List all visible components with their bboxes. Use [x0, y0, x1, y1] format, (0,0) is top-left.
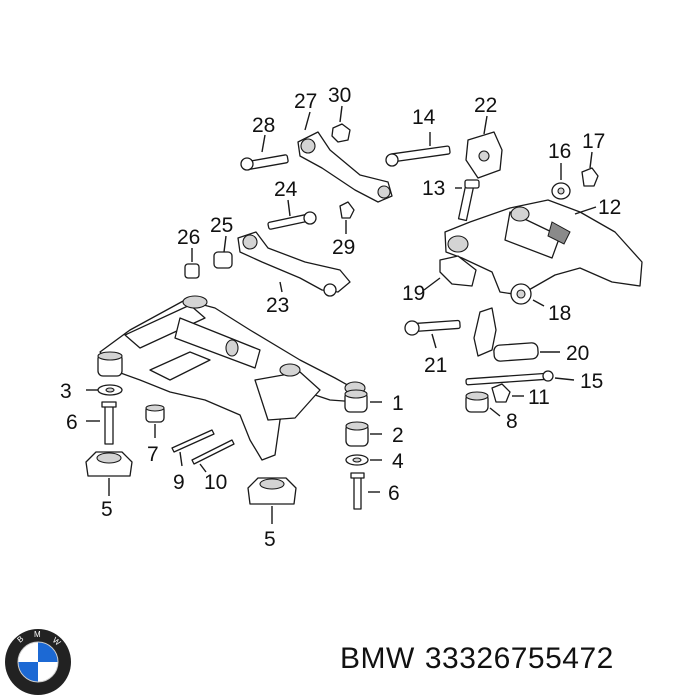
callout-30: 30 [328, 84, 351, 107]
callout-5-left: 5 [101, 498, 113, 521]
bushing-19 [439, 255, 477, 287]
bolt-left [101, 401, 117, 445]
callout-6-left: 6 [66, 411, 78, 434]
washer-left [97, 384, 123, 396]
callout-27: 27 [294, 90, 317, 113]
callout-11: 11 [528, 386, 550, 409]
callout-17: 17 [582, 130, 605, 153]
bolt-14 [385, 145, 451, 167]
bushing-right-2 [345, 421, 369, 447]
bushing-8 [465, 391, 489, 413]
callout-26: 26 [177, 226, 200, 249]
upper-arm-27 [297, 131, 393, 203]
mount-left [85, 451, 133, 477]
trailing-arm-12 [444, 199, 643, 296]
callout-12: 12 [598, 196, 621, 219]
part-number: 33326755472 [424, 642, 614, 675]
callout-24: 24 [274, 178, 298, 201]
callout-19: 19 [402, 282, 425, 305]
nut-17 [581, 167, 599, 187]
bolt-15 [465, 370, 554, 386]
bracket-22 [465, 131, 503, 179]
callout-28: 28 [252, 114, 275, 137]
callout-25: 25 [210, 214, 233, 237]
bolt-13 [457, 179, 480, 222]
callout-15: 15 [580, 370, 603, 393]
bolts-9-10 [171, 429, 235, 465]
link-20 [473, 307, 539, 362]
callout-16: 16 [548, 140, 571, 163]
callout-13: 13 [422, 177, 445, 200]
bolt-21 [404, 319, 461, 336]
logo-quadrant-tr [38, 642, 58, 662]
bolt-28 [240, 154, 289, 171]
callout-6-right: 6 [388, 482, 400, 505]
bushing-25 [213, 251, 233, 269]
bushing-18 [510, 283, 532, 305]
callout-23: 23 [266, 294, 289, 317]
bolt-right-6 [350, 472, 365, 510]
bmw-logo-icon: B M W [5, 629, 71, 695]
washer-right-4 [345, 454, 369, 466]
nut-11 [491, 383, 511, 403]
nut-29 [339, 201, 355, 219]
svg-text:B: B [16, 634, 26, 644]
part-caption: BMW 33326755472 [340, 642, 614, 676]
bolt-24 [267, 211, 317, 230]
callout-20: 20 [566, 342, 589, 365]
callout-10: 10 [204, 471, 227, 494]
callout-18: 18 [548, 302, 571, 325]
washer-16 [551, 182, 571, 200]
logo-quadrant-bl [18, 662, 38, 682]
callout-4: 4 [392, 450, 404, 473]
callout-22: 22 [474, 94, 497, 117]
callout-1: 1 [392, 392, 404, 415]
svg-text:W: W [51, 636, 63, 648]
mount-center-5 [247, 477, 297, 505]
bushing-left [97, 351, 123, 377]
callout-14: 14 [412, 106, 436, 129]
callout-labels: 1 2 3 4 5 5 6 6 7 8 9 10 11 12 13 14 15 … [60, 84, 621, 551]
callout-29: 29 [332, 236, 355, 259]
rear-subframe [99, 295, 366, 461]
callout-21: 21 [424, 354, 447, 377]
control-arm-23 [237, 231, 351, 297]
callout-5-center: 5 [264, 528, 276, 551]
nut-30 [331, 123, 351, 143]
svg-text:M: M [34, 630, 41, 639]
nut-26 [184, 263, 200, 279]
brand-name: BMW [340, 642, 415, 675]
leader-lines [86, 105, 597, 524]
callout-7: 7 [147, 443, 159, 466]
callout-8: 8 [506, 410, 518, 433]
callout-3: 3 [60, 380, 72, 403]
callout-2: 2 [392, 424, 404, 447]
callout-9: 9 [173, 471, 185, 494]
bushing-small-7 [145, 404, 165, 423]
bushing-right-1 [344, 389, 368, 413]
